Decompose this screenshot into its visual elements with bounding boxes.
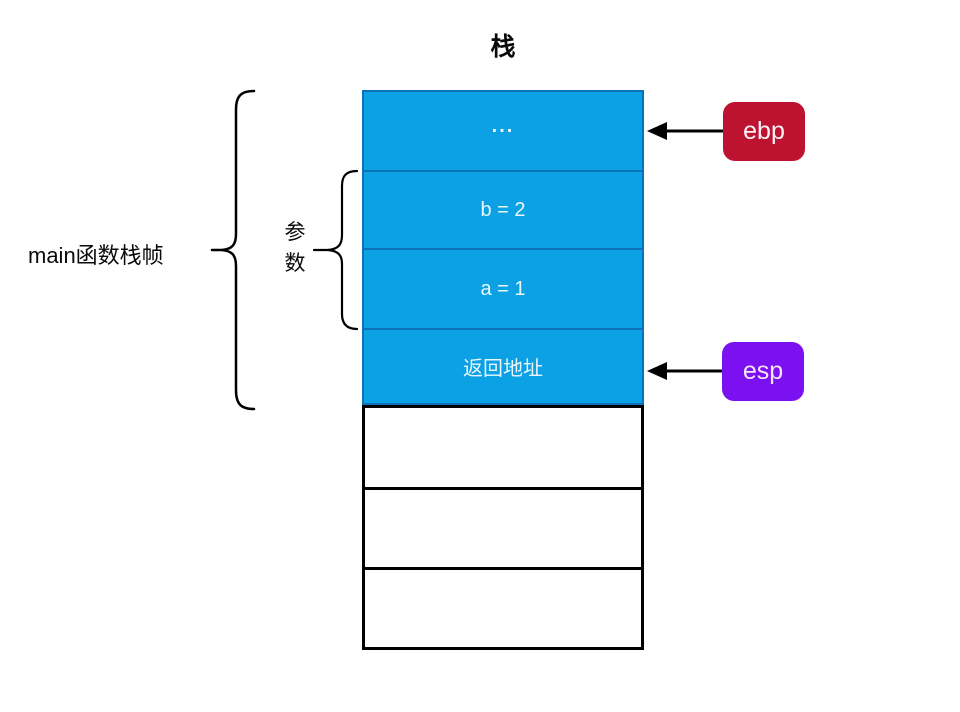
stack-empty-cell: [365, 490, 641, 570]
stack-empty-cell: [365, 408, 641, 490]
esp-register-tag: esp: [722, 342, 804, 401]
esp-arrow: [647, 362, 722, 380]
params-brace: [312, 169, 359, 331]
stack-cell-ellipsis: ...: [364, 92, 642, 172]
stack-empty-section: [362, 405, 644, 650]
stack-filled-section: ... b = 2 a = 1 返回地址: [362, 90, 644, 405]
stack-empty-cell: [365, 570, 641, 647]
main-frame-brace: [210, 89, 256, 411]
stack-cell-label: 返回地址: [463, 358, 543, 380]
stack-cell-a: a = 1: [364, 250, 642, 330]
stack-cell-label: a = 1: [480, 277, 526, 300]
stack-cell-b: b = 2: [364, 172, 642, 250]
diagram-title: 栈: [490, 33, 516, 61]
stack-cell-label: b = 2: [480, 198, 526, 221]
ebp-arrow: [647, 122, 723, 140]
params-label: 参数: [284, 221, 306, 275]
main-frame-label: main函数栈帧: [28, 243, 164, 268]
stack-cell-return-address: 返回地址: [364, 330, 642, 403]
ebp-register-tag: ebp: [723, 102, 805, 161]
stack-cell-label: ...: [491, 114, 515, 137]
